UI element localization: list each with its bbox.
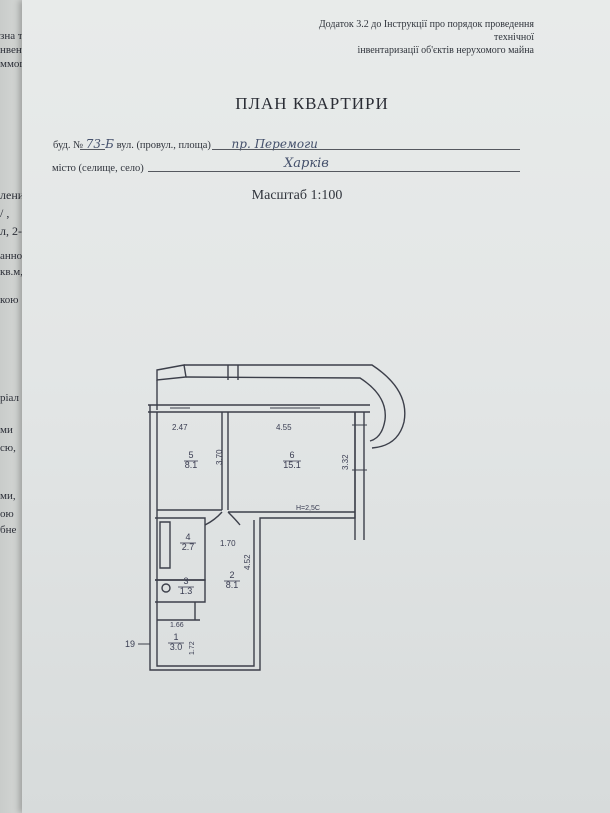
loggia-inner — [185, 376, 386, 442]
city-underline — [148, 171, 520, 172]
toilet-wall — [155, 579, 206, 603]
street-underline — [212, 149, 520, 150]
apartment-outer — [149, 405, 356, 671]
back-fragment: / , — [0, 206, 10, 220]
outer-wall — [148, 404, 370, 413]
street-label: вул. (провул., площа) — [116, 140, 211, 151]
room-6-area: 15.1 — [283, 460, 301, 470]
back-fragment: кою — [0, 294, 19, 306]
loggia-divider — [227, 365, 239, 380]
document-sheet: Додаток 3.2 до Інструкції про порядок пр… — [22, 0, 610, 813]
room-4-number: 4 — [185, 532, 190, 542]
loggia-outline — [184, 364, 406, 449]
building-label: буд. № — [53, 140, 84, 151]
room-1-number: 1 — [173, 632, 178, 642]
ceiling-height: H=2,5С — [296, 505, 320, 512]
apartment-number: 19 — [125, 639, 135, 649]
dim-room6-width: 4.55 — [276, 423, 292, 432]
annex-note: Додаток 3.2 до Інструкції про порядок пр… — [294, 18, 534, 57]
room-6-number: 6 — [289, 450, 294, 460]
bathtub — [159, 521, 171, 569]
dim-hall-depth: 1.72 — [189, 641, 196, 655]
dim-room5-depth: 3.70 — [215, 449, 224, 465]
street-value: пр. Перемоги — [231, 137, 318, 151]
dim-room6-depth: 3.32 — [341, 454, 350, 470]
dim-room5-width: 2.47 — [172, 423, 188, 432]
balcony-wall — [156, 364, 187, 381]
room-bottom-wall — [157, 509, 355, 513]
door-swing — [227, 511, 241, 526]
back-fragment: бне — [0, 524, 17, 536]
back-fragment: ми, — [0, 490, 16, 502]
scale-label: Масштаб 1:100 — [251, 188, 343, 203]
partition-5-6 — [221, 412, 229, 510]
room-3-number: 3 — [183, 576, 188, 586]
room-2-area: 8.1 — [226, 580, 239, 590]
city-value: Харків — [284, 156, 329, 171]
page-title: ПЛАН КВАРТИРИ — [235, 94, 389, 113]
back-fragment: ою — [0, 508, 14, 520]
building-row: буд. № 73-Б вул. (провул., площа) пр. Пе… — [53, 137, 318, 151]
room-5-area: 8.1 — [185, 460, 198, 470]
building-number: 73-Б — [85, 137, 114, 151]
building-underline — [80, 149, 105, 150]
city-label: місто (селище, село) — [52, 163, 144, 174]
room-3-area: 1.3 — [180, 586, 193, 596]
annex-line-2: інвентаризації об'єктів нерухомого майна — [357, 45, 534, 56]
dim-corridor-width: 1.70 — [220, 539, 236, 548]
dim-hall-width: 1.66 — [170, 622, 184, 629]
back-fragment: сю, — [0, 442, 16, 454]
right-wall — [354, 412, 365, 540]
city-row: місто (селище, село) — [52, 163, 144, 174]
dim-corridor-depth: 4.52 — [243, 554, 252, 570]
back-fragment: ріал — [0, 392, 20, 404]
back-fragment: л, 2-х — [0, 224, 28, 238]
room-4-area: 2.7 — [182, 542, 195, 552]
room-2-number: 2 — [229, 570, 234, 580]
toilet-fixture — [161, 583, 171, 593]
bathroom-wall — [155, 517, 206, 581]
room-5-number: 5 — [188, 450, 193, 460]
annex-line-1: Додаток 3.2 до Інструкції про порядок пр… — [318, 19, 534, 43]
apartment-inner — [156, 412, 255, 667]
back-fragment: анної — [0, 250, 26, 262]
door-swing — [204, 511, 223, 526]
back-fragment: кв.м, — [0, 266, 23, 278]
back-fragment: ми — [0, 424, 13, 436]
room-1-area: 3.0 — [170, 642, 183, 652]
window-mark — [352, 424, 367, 471]
